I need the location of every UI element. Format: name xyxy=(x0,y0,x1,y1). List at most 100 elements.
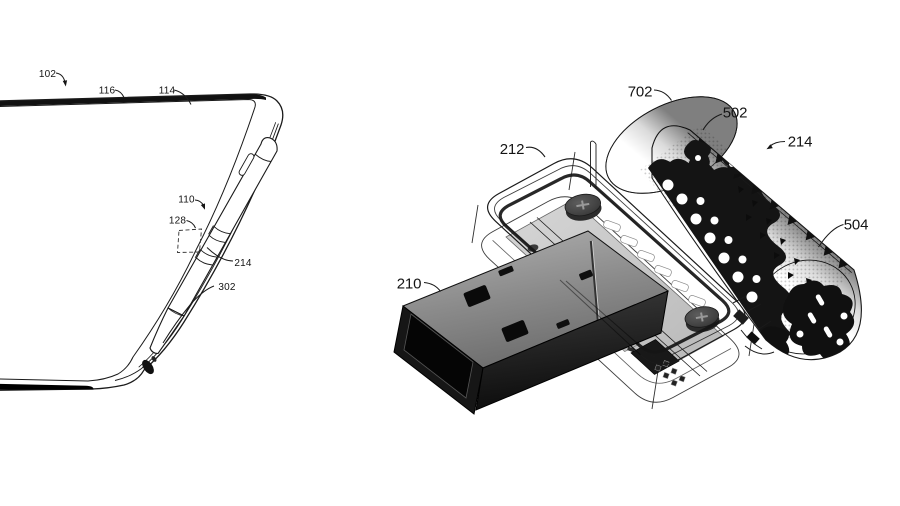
clamp-block xyxy=(746,331,760,345)
seam-scallop xyxy=(838,258,848,269)
blob-hole xyxy=(836,338,844,346)
usb-plug-seam-highlight xyxy=(591,240,600,322)
usb-plug-side-face xyxy=(475,290,669,411)
usb-plug-end-opening xyxy=(403,313,474,399)
ref-label-116: 116 xyxy=(99,86,116,97)
speckle xyxy=(746,214,752,221)
blob-hole xyxy=(840,312,848,320)
contact-pad xyxy=(670,367,678,375)
usb-plug-seam xyxy=(589,240,600,322)
seam-scallop xyxy=(715,153,725,164)
ref-label-114: 114 xyxy=(159,86,176,97)
contact-pads xyxy=(654,360,686,387)
leader-502 xyxy=(702,113,723,131)
contact-pad xyxy=(654,364,662,372)
stylus xyxy=(149,137,278,355)
blob-pill xyxy=(815,294,825,306)
housing-line-over-plug xyxy=(559,279,641,356)
ref-label-214-left: 214 xyxy=(234,258,252,269)
usb-plug-slot xyxy=(498,265,514,277)
seam-scallop xyxy=(805,230,816,241)
blob-pill xyxy=(823,326,833,338)
stylus-cap-line xyxy=(254,153,272,162)
stylus-tip xyxy=(149,307,185,355)
housing-gasket xyxy=(498,173,731,354)
speckle xyxy=(788,272,794,279)
leader-214-stylus xyxy=(206,247,234,262)
flame-hole xyxy=(732,271,744,283)
flame-hole xyxy=(710,216,719,225)
cap-tether-post xyxy=(590,140,597,189)
cap-blob xyxy=(758,326,790,360)
stylus-ring xyxy=(194,248,219,266)
flame-hole xyxy=(718,252,730,264)
cap-flame-holes xyxy=(662,179,761,303)
leader-214-cap xyxy=(769,140,786,147)
housing-corner-edge xyxy=(568,151,576,191)
figure-tablet-with-stylus: 102 116 114 110 128 214 302 xyxy=(0,69,284,391)
blob-hole xyxy=(796,330,804,338)
cap-seam-line xyxy=(687,132,852,274)
flame-hole xyxy=(746,291,758,303)
ref-label-212: 212 xyxy=(500,141,524,158)
speckle xyxy=(780,238,786,245)
housing-outer-outline xyxy=(487,158,746,365)
leader-302 xyxy=(162,285,215,344)
flame-hole xyxy=(704,232,716,244)
usb-plug-slot xyxy=(556,319,570,329)
leader-702 xyxy=(653,89,672,101)
leader-116 xyxy=(114,89,125,98)
leader-210 xyxy=(423,281,441,292)
cap-attachment-hardware xyxy=(732,295,775,355)
stylus-clip xyxy=(238,153,255,176)
blob-pill xyxy=(807,312,817,324)
pcb-slot xyxy=(637,250,655,262)
flame-hole xyxy=(752,275,761,283)
screw-disc xyxy=(564,193,602,221)
dashed-region-128 xyxy=(177,228,202,253)
ref-label-128: 128 xyxy=(169,216,187,227)
left-leader-lines xyxy=(55,72,234,344)
leader-128 xyxy=(186,220,196,229)
flame-hole xyxy=(676,193,688,205)
ref-label-502: 502 xyxy=(723,105,747,122)
tablet-top-edge xyxy=(0,93,266,106)
usb-plug-hole xyxy=(463,285,491,307)
speckle xyxy=(794,258,800,265)
cap-blob-holes xyxy=(796,294,848,346)
tablet-bottom-edge-band xyxy=(0,383,94,390)
speckle xyxy=(766,218,772,225)
ref-label-102: 102 xyxy=(39,69,57,80)
pcb-slot-column xyxy=(603,220,706,307)
ref-label-210: 210 xyxy=(397,276,421,293)
ref-label-302: 302 xyxy=(218,282,236,293)
flame-hole xyxy=(662,179,674,191)
seam-scallop xyxy=(751,184,761,195)
arrowhead-110 xyxy=(200,203,205,210)
figure-usb-dongle: 212 702 502 214 504 210 xyxy=(393,80,872,415)
ref-label-702: 702 xyxy=(628,84,652,101)
housing-inner-shell-outline xyxy=(494,165,739,358)
tablet-outline xyxy=(0,93,284,391)
clamp-block xyxy=(733,309,749,325)
stylus-dock xyxy=(142,359,154,375)
seam-scallop xyxy=(769,199,780,210)
gold-pad-slot xyxy=(627,346,635,353)
phillips-mark-icon xyxy=(576,200,590,210)
phillips-mark-icon xyxy=(695,312,708,322)
contact-pad xyxy=(662,371,670,380)
stylus-body xyxy=(167,137,278,317)
usb-plug-hole xyxy=(501,320,529,342)
seam-scallop xyxy=(787,215,798,225)
arrowhead-102 xyxy=(62,80,68,87)
leader-504 xyxy=(818,223,844,248)
flame-hole xyxy=(738,255,747,264)
housing-corner-edge xyxy=(651,370,659,410)
flame-hole xyxy=(724,236,733,244)
usb-plug xyxy=(393,230,670,415)
tablet-screen-edge-line xyxy=(0,98,256,382)
clamp-lines xyxy=(732,295,775,355)
stylus-ring xyxy=(208,225,232,243)
